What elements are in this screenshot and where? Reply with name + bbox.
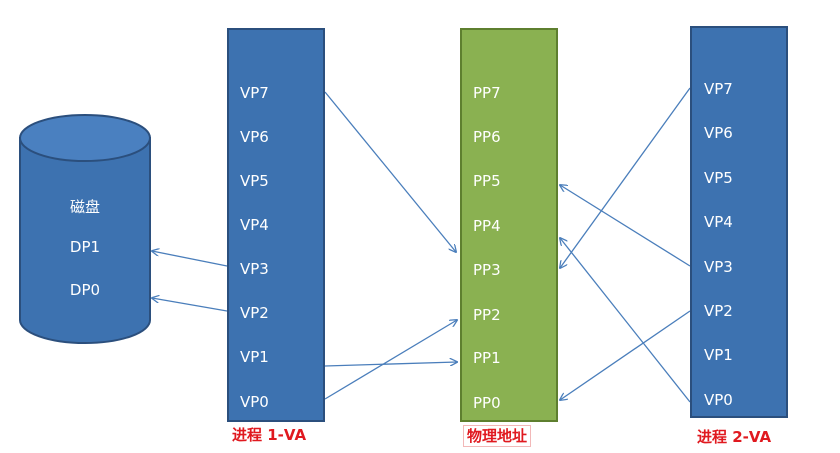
process1-page-vp1: VP1 — [240, 348, 269, 366]
arrow-p2-vp3-pp5 — [560, 185, 691, 267]
disk-title: 磁盘 — [69, 198, 100, 216]
physical-caption: 物理地址 — [463, 425, 532, 447]
process1-page-vp2: VP2 — [240, 304, 269, 322]
process2-page-vp4: VP4 — [704, 213, 733, 231]
process1-caption: 进程 1-VA — [232, 426, 307, 444]
process2-page-vp6: VP6 — [704, 124, 733, 142]
physical-page-pp5: PP5 — [473, 172, 501, 190]
process1-page-vp0: VP0 — [240, 393, 269, 411]
process1-page-vp7: VP7 — [240, 84, 269, 102]
process2-page-vp1: VP1 — [704, 346, 733, 364]
process2-virtual-address-column — [690, 26, 788, 418]
process2-page-vp3: VP3 — [704, 258, 733, 276]
disk-page-dp1: DP1 — [69, 238, 101, 256]
process1-virtual-address-column — [227, 28, 325, 422]
physical-page-pp6: PP6 — [473, 128, 501, 146]
arrow-p1-vp0-pp2 — [324, 320, 457, 400]
arrow-p1-vp1-pp1 — [324, 362, 457, 367]
arrow-p2-vp2-pp0 — [560, 310, 691, 400]
physical-page-pp0: PP0 — [473, 394, 501, 412]
physical-page-pp2: PP2 — [473, 306, 501, 324]
arrow-p1-vp7-pp3 — [324, 91, 456, 252]
arrow-p1-vp3-dp1 — [152, 251, 228, 267]
physical-page-pp1: PP1 — [473, 349, 501, 367]
arrow-p1-vp2-dp0 — [152, 298, 228, 312]
process1-page-vp4: VP4 — [240, 216, 269, 234]
disk-cylinder — [19, 114, 151, 344]
process1-page-vp5: VP5 — [240, 172, 269, 190]
process1-page-vp6: VP6 — [240, 128, 269, 146]
process2-page-vp7: VP7 — [704, 80, 733, 98]
process2-page-vp2: VP2 — [704, 302, 733, 320]
physical-address-column — [460, 28, 558, 422]
disk-page-dp0: DP0 — [69, 281, 101, 299]
arrow-p2-vp7-pp3 — [560, 87, 691, 268]
process2-caption: 进程 2-VA — [697, 428, 772, 446]
physical-page-pp3: PP3 — [473, 261, 501, 279]
physical-page-pp7: PP7 — [473, 84, 501, 102]
process2-page-vp5: VP5 — [704, 169, 733, 187]
physical-page-pp4: PP4 — [473, 217, 501, 235]
process2-page-vp0: VP0 — [704, 391, 733, 409]
process1-page-vp3: VP3 — [240, 260, 269, 278]
arrow-p2-vp0-pp4 — [560, 238, 691, 403]
